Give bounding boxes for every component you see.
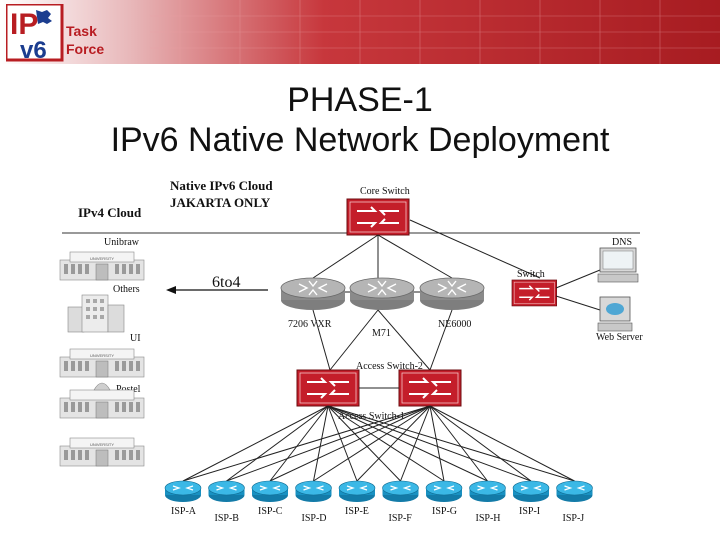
isp-link — [313, 405, 431, 482]
site-others-label: Others — [113, 284, 140, 295]
isp-link — [327, 405, 488, 482]
core-links — [312, 219, 541, 279]
core-switch-label: Core Switch — [360, 186, 410, 197]
slide-title: PHASE-1 IPv6 Native Network Deployment — [0, 80, 720, 160]
isp-label: ISP-B — [215, 513, 240, 524]
isp-link — [327, 405, 358, 482]
isp-label: ISP-G — [432, 506, 457, 517]
isp-link — [429, 405, 532, 482]
building-sign: UNIVERSITY — [90, 442, 114, 447]
isp-link — [269, 405, 431, 482]
6to4-label: 6to4 — [212, 274, 240, 291]
isp-label: ISP-C — [258, 506, 283, 517]
router-m71-icon — [349, 277, 415, 311]
site-postel-label: Postel — [116, 384, 141, 395]
router-ne6000-label: NE6000 — [438, 319, 471, 330]
building-sign: UNIVERSITY — [90, 256, 114, 261]
isp-row: ISP-A ISP-B ISP-C ISP-D ISP-E ISP-F ISP-G ISP-H… — [164, 480, 594, 524]
network-diagram: IPv4 Cloud Native IPv6 Cloud JAKARTA ONL… — [59, 178, 643, 524]
access-switch-icon — [398, 369, 462, 407]
web-server-label: Web Server — [596, 332, 643, 343]
access-switch-icon — [296, 369, 360, 407]
office-building-icon — [67, 294, 125, 333]
access-switch-1-label: Access Switch-1 — [338, 411, 405, 422]
isp-label: ISP-I — [519, 506, 540, 517]
isp-label: ISP-F — [389, 513, 413, 524]
isp-link — [327, 405, 532, 482]
university-building-icon: UNIVERSITY — [59, 348, 145, 378]
university-building-icon: UNIVERSITY — [59, 437, 145, 467]
isp-link — [327, 405, 401, 482]
map-icon — [36, 10, 52, 24]
isp-link — [327, 405, 445, 482]
isp-label: ISP-E — [345, 506, 369, 517]
isp-router-icon — [338, 480, 376, 503]
ipv4-cloud-label: IPv4 Cloud — [78, 205, 142, 220]
switch-icon — [511, 279, 558, 307]
logo-v6-text: v6 — [20, 37, 47, 62]
isp-router-icon — [555, 480, 594, 503]
title-line-2: IPv6 Native Network Deployment — [110, 121, 610, 159]
arrow-head-icon — [166, 286, 176, 294]
isp-router-icon — [251, 480, 289, 503]
router-7206-icon — [280, 277, 346, 311]
isp-link — [269, 405, 329, 482]
university-building-icon: UNIVERSITY — [59, 251, 145, 281]
isp-router-icon — [468, 480, 507, 503]
dns-label: DNS — [612, 237, 632, 248]
router-ne6000-icon — [419, 277, 485, 311]
header-banner — [0, 0, 720, 64]
isp-link — [182, 405, 329, 482]
isp-router-icon — [207, 480, 246, 503]
isp-label: ISP-A — [171, 506, 197, 517]
native-cloud-label-2: JAKARTA ONLY — [170, 195, 271, 210]
site-ui-label: UI — [130, 333, 141, 344]
isp-router-icon — [425, 480, 463, 503]
government-building-icon — [59, 382, 145, 419]
title-line-1: PHASE-1 — [287, 81, 433, 119]
logo-ip-text: IP — [10, 8, 38, 41]
isp-router-icon — [164, 480, 202, 503]
dns-computer-icon — [597, 247, 639, 283]
web-server-icon — [597, 296, 633, 332]
native-cloud-label-1: Native IPv6 Cloud — [170, 178, 273, 193]
building-sign: UNIVERSITY — [90, 353, 114, 358]
core-switch-icon — [346, 198, 410, 236]
router-m71-label: M71 — [372, 328, 391, 339]
isp-link — [356, 405, 431, 482]
banner-pattern — [150, 0, 720, 64]
isp-link — [313, 405, 329, 482]
isp-link — [429, 405, 575, 482]
site-unibraw-label: Unibraw — [104, 237, 140, 248]
isp-label: ISP-J — [563, 513, 585, 524]
ipv6-task-force-logo: IP v6 Task Force — [4, 2, 116, 64]
switch-dns-link — [555, 269, 601, 289]
isp-router-icon — [381, 480, 420, 503]
isp-label: ISP-D — [302, 513, 327, 524]
logo-force-text: Force — [66, 41, 104, 57]
isp-link — [226, 405, 431, 482]
distribution-links — [312, 309, 453, 371]
isp-link — [226, 405, 329, 482]
isp-router-icon — [512, 480, 550, 503]
isp-link — [327, 405, 575, 482]
isp-link — [182, 405, 431, 482]
router-7206-label: 7206 VXR — [288, 319, 332, 330]
switch-web-link — [555, 295, 601, 311]
isp-router-icon — [294, 480, 333, 503]
isp-link — [429, 405, 445, 482]
isp-label: ISP-H — [476, 513, 501, 524]
access-switch-2-label: Access Switch-2 — [356, 361, 423, 372]
logo-task-text: Task — [66, 23, 97, 39]
isp-link — [400, 405, 431, 482]
switch-label: Switch — [517, 269, 545, 280]
isp-link — [429, 405, 488, 482]
isp-links — [182, 405, 575, 482]
